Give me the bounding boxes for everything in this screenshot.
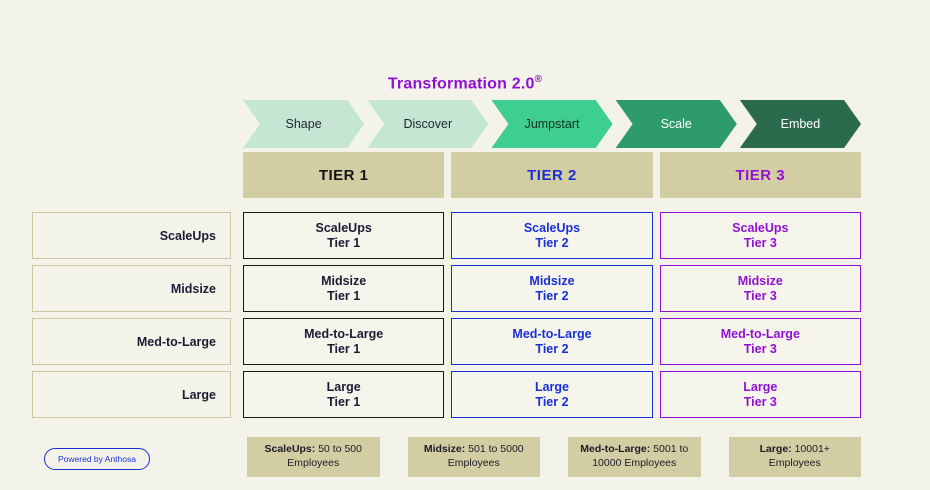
tier-header-3[interactable]: TIER 3 [659,152,861,198]
powered-by-badge-label: Powered by Anthosa [58,454,136,464]
row-label-text: Med-to-Large [136,334,216,349]
legend-text: Large: 10001+ Employees [735,443,856,471]
row-label-text: Midsize [170,281,216,296]
legend-term: Med-to-Large: [580,443,651,456]
employee-size-legend: ScaleUps: 50 to 500 Employees Midsize: 50… [247,437,861,477]
matrix-cell-segment: ScaleUps [315,220,372,235]
matrix-cell-segment: Midsize [737,273,783,288]
matrix-cell-segment: Midsize [529,273,575,288]
matrix-cell-segment: Med-to-Large [304,326,384,341]
legend-term: Large: [759,443,792,456]
tier-header-label: TIER 2 [527,166,577,184]
matrix-cell-tier: Tier 1 [327,341,361,356]
matrix-cell-segment: Large [326,379,361,394]
phase-chevron-embed[interactable]: Embed [740,100,861,148]
phase-label: Discover [403,117,453,131]
phase-chevron-jumpstart[interactable]: Jumpstart [491,100,612,148]
row-label-midsize[interactable]: Midsize [32,265,231,312]
phase-chevron-shape[interactable]: Shape [243,100,364,148]
row-label-large[interactable]: Large [32,371,231,418]
matrix-cell-tier: Tier 3 [743,235,777,250]
phase-chevron-strip: Shape Discover Jumpstart Scale Embed [243,100,861,148]
legend-text: Med-to-Large: 5001 to 10000 Employees [574,443,695,471]
tier-header-1[interactable]: TIER 1 [243,152,445,198]
legend-detail: 5001 to 10000 Employees [592,443,689,469]
matrix-cell-segment: Large [743,379,778,394]
legend-box-large: Large: 10001+ Employees [728,437,861,477]
phase-label: Scale [660,117,692,131]
row-label-med-to-large[interactable]: Med-to-Large [32,318,231,365]
matrix-cell-segment: ScaleUps [523,220,581,235]
matrix-cell-segment: ScaleUps [732,220,789,235]
matrix-cell-tier: Tier 1 [327,288,361,303]
row-label-text: Large [181,387,216,402]
registered-trademark-symbol: ® [534,74,543,85]
matrix-cell-segment: Large [534,379,570,394]
page-title-text: Transformation 2.0 [387,75,535,93]
matrix-cell-tier: Tier 2 [535,235,569,250]
legend-box-scaleups: ScaleUps: 50 to 500 Employees [247,437,380,477]
legend-detail: 501 to 5000 Employees [447,443,524,469]
phase-chevron-discover[interactable]: Discover [367,100,488,148]
matrix-cell-segment: Med-to-Large [720,326,800,341]
phase-chevron-scale[interactable]: Scale [616,100,737,148]
tier-header-label: TIER 3 [735,166,786,184]
legend-term: ScaleUps: [264,443,316,456]
matrix-cell-tier: Tier 3 [743,394,777,409]
legend-text: Midsize: 501 to 5000 Employees [414,443,535,471]
tier-header-label: TIER 1 [318,166,369,184]
legend-box-med-to-large: Med-to-Large: 5001 to 10000 Employees [568,437,701,477]
page-title: Transformation 2.0® [0,74,930,93]
powered-by-badge[interactable]: Powered by Anthosa [44,448,150,470]
matrix-cell-tier: Tier 2 [535,288,569,303]
legend-detail: 10001+ Employees [768,443,830,469]
matrix-cell-tier: Tier 3 [743,288,777,303]
phase-label: Shape [285,117,322,131]
matrix-cell-tier: Tier 1 [327,394,361,409]
legend-term: Midsize: [423,443,466,456]
matrix-cell-segment: Med-to-Large [512,326,592,341]
legend-detail: 50 to 500 Employees [287,443,362,469]
matrix-cell-segment: Midsize [321,273,367,288]
matrix-cell-tier: Tier 1 [327,235,361,250]
tier-header-2[interactable]: TIER 2 [451,152,653,198]
matrix-cell-tier: Tier 3 [743,341,777,356]
phase-label: Jumpstart [524,117,580,131]
legend-text: ScaleUps: 50 to 500 Employees [253,443,374,471]
matrix-cell-tier: Tier 2 [535,341,569,356]
phase-label: Embed [780,117,821,131]
row-label-text: ScaleUps [159,228,216,243]
matrix-cell-tier: Tier 2 [535,394,569,409]
legend-box-midsize: Midsize: 501 to 5000 Employees [407,437,540,477]
tier-header-row: TIER 1 TIER 2 TIER 3 [243,152,861,198]
row-label-scaleups[interactable]: ScaleUps [32,212,231,259]
